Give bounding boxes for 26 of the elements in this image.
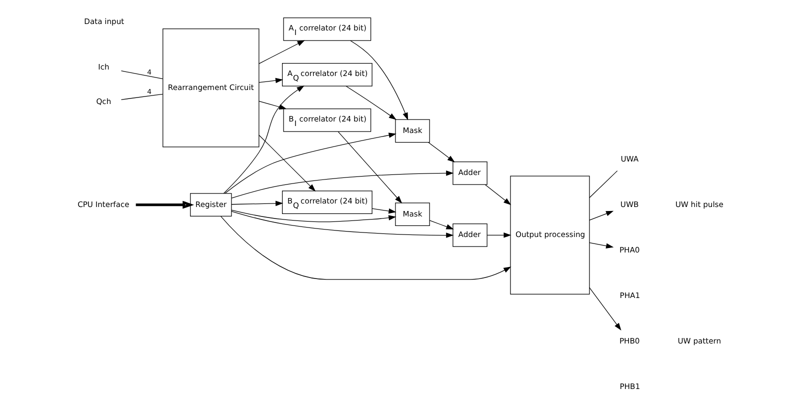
arrow	[484, 184, 511, 206]
arrow	[337, 131, 402, 204]
arrow	[258, 100, 286, 110]
connector	[588, 170, 618, 198]
arrow	[258, 78, 283, 84]
arrow	[230, 210, 396, 222]
arrow	[428, 220, 454, 230]
arrow	[224, 132, 396, 194]
arrow	[230, 170, 454, 198]
connector	[120, 94, 162, 100]
arrow	[230, 210, 454, 238]
connector	[120, 70, 162, 80]
arrow	[258, 40, 304, 64]
arrow	[588, 242, 614, 248]
arrow	[350, 40, 408, 120]
arrow	[258, 134, 316, 192]
arrow	[588, 287, 621, 331]
arrow	[371, 208, 396, 214]
arrow	[428, 142, 454, 162]
arrow	[220, 216, 511, 280]
arrow	[588, 210, 614, 220]
arrow	[230, 200, 283, 206]
arrow	[486, 232, 511, 238]
arrow	[222, 86, 304, 194]
arrow	[135, 200, 194, 209]
arrow	[345, 86, 396, 120]
